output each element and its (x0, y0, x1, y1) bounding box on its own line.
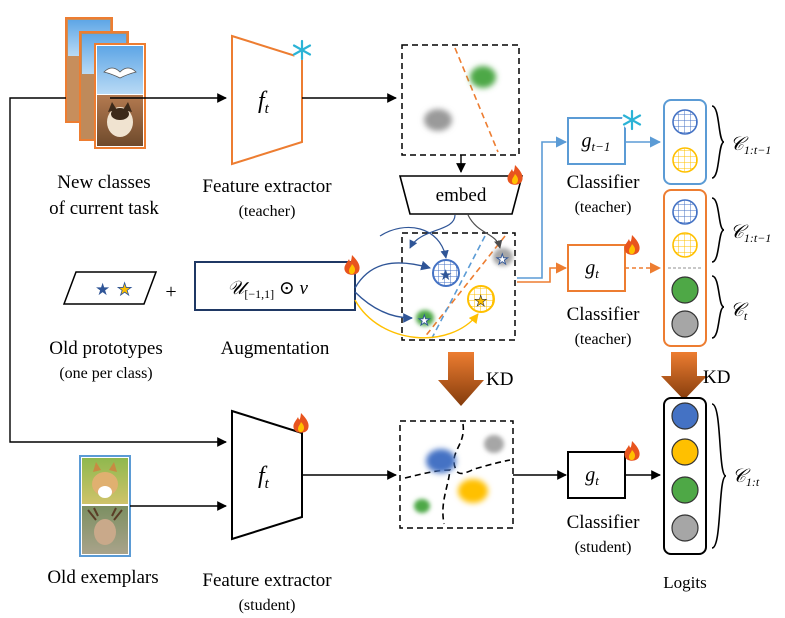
logits-label: Logits (663, 573, 706, 592)
blue-prototype-region (432, 259, 460, 287)
fe-teacher-title: Feature extractor (202, 176, 332, 197)
aug-arrow-yellow (354, 299, 479, 339)
svg-text:𝒞1:t−1: 𝒞1:t−1 (730, 134, 771, 157)
logits-student (663, 397, 707, 555)
feature-space-student (399, 420, 514, 529)
yellow-cluster (458, 479, 488, 503)
old-exemplars-label: Old exemplars (47, 567, 158, 588)
class-set-prev-mid: 𝒞1:t−1 (711, 197, 771, 263)
g-student-symbol: gt (585, 464, 599, 488)
fire-icon (507, 165, 523, 185)
class-set-current: 𝒞t (711, 275, 749, 339)
classifier-teacher: gt (567, 244, 626, 292)
classifier-teacher-sublabel: (teacher) (575, 331, 632, 348)
augmentation-box: 𝒰[−1,1] ⊙ v⃗ (194, 261, 356, 311)
embed-label: embed (436, 185, 487, 206)
svg-text:𝒞t: 𝒞t (730, 300, 749, 323)
fe-teacher-subtitle: (teacher) (239, 203, 296, 220)
blue-cluster (426, 449, 456, 473)
bird-shape (103, 67, 137, 79)
feature-extractor-student: ft (231, 409, 303, 541)
aug-arrow-top (379, 227, 449, 259)
fire-icon (344, 255, 360, 275)
augmentation-label: Augmentation (221, 338, 330, 359)
yellow-star-icon: ★ (117, 280, 132, 299)
old-prototypes-box: ★ ★ (62, 271, 158, 305)
logits-prev-teacher (663, 99, 707, 185)
kd-label: KD (486, 369, 513, 390)
g-prev-symbol: gt−1 (582, 130, 611, 154)
augmentation-formula: 𝒰[−1,1] ⊙ v⃗ (227, 278, 323, 301)
feature-extractor-teacher: ft (231, 34, 303, 166)
aug-star-icon: ★ (418, 314, 431, 329)
yellow-prototype-region (467, 285, 495, 313)
classifier-prev-teacher: gt−1 (567, 117, 626, 165)
g-teacher-symbol: gt (585, 257, 599, 281)
prototype-star-icon: ★ (439, 268, 452, 284)
new-class-images (65, 17, 146, 149)
old-prototypes-label: Old prototypes (49, 338, 162, 359)
class-set-all: 𝒞1:t (711, 403, 760, 549)
fe-student-title: Feature extractor (202, 570, 332, 591)
f-student-symbol: ft (258, 463, 270, 492)
kd-arrow-left: KD (438, 352, 513, 406)
fire-icon (624, 235, 640, 255)
aug-arrow-blue (354, 260, 431, 289)
prototype-star-icon: ★ (474, 294, 487, 310)
gray-cluster (484, 435, 504, 453)
svg-text:𝒞1:t−1: 𝒞1:t−1 (730, 222, 771, 245)
classifier-teacher-label: Classifier (567, 304, 640, 325)
arrow-to-classifier-teacher (517, 262, 568, 283)
current-task-label: of current task (49, 198, 159, 219)
old-prototypes-sublabel: (one per class) (59, 365, 152, 382)
green-cluster (414, 499, 430, 513)
svg-text:𝒞1:t: 𝒞1:t (732, 466, 760, 489)
fire-icon (624, 441, 640, 461)
f-teacher-symbol: ft (258, 88, 270, 117)
fe-student-subtitle: (student) (239, 597, 296, 614)
aug-arrow-green (354, 291, 413, 323)
new-classes-label: New classes (57, 172, 150, 193)
snowflake-icon (622, 109, 642, 131)
arrow-to-classifier-prev (517, 136, 568, 279)
feature-space-teacher (401, 44, 520, 156)
embed-arrow-right (467, 214, 503, 249)
classifier-student-sublabel: (student) (575, 539, 632, 556)
fire-icon (293, 413, 309, 433)
class-set-prev-top: 𝒞1:t−1 (711, 105, 771, 179)
snowflake-icon (292, 39, 312, 61)
classifier-prev-sublabel: (teacher) (575, 199, 632, 216)
blue-star-icon: ★ (95, 280, 110, 299)
feature-space-augmented: ★ ★ ★ ★ (401, 232, 516, 341)
deer-shape (94, 519, 116, 545)
skip-connection-arrow (9, 97, 227, 447)
old-exemplar-images (79, 455, 131, 557)
classifier-student: gt (567, 451, 626, 499)
kd-label: KD (703, 367, 730, 388)
logits-teacher (663, 189, 707, 347)
aug-star-icon: ★ (496, 253, 509, 268)
kd-arrow-right: KD (661, 352, 730, 400)
classifier-student-label: Classifier (567, 512, 640, 533)
green-cluster (470, 66, 496, 88)
embed-arrow-left (409, 214, 456, 249)
embed-module: embed (398, 175, 524, 215)
classifier-prev-label: Classifier (567, 172, 640, 193)
plus-sign: + (165, 281, 176, 303)
gray-cluster (424, 109, 452, 131)
